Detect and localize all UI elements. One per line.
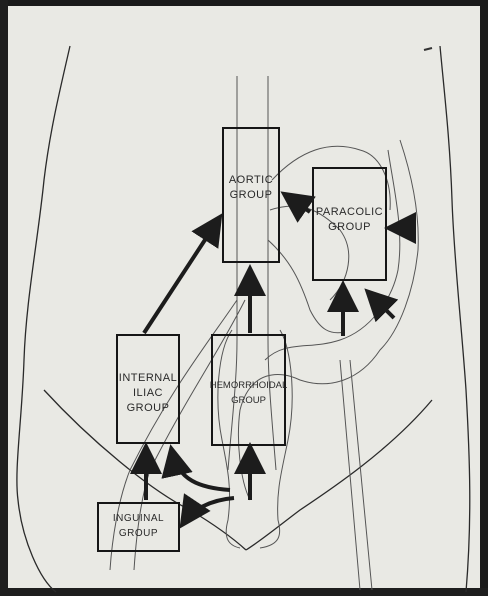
paper-background	[6, 6, 480, 590]
paper-shadow-bottom	[0, 588, 488, 596]
paper-shadow-left	[0, 0, 8, 596]
